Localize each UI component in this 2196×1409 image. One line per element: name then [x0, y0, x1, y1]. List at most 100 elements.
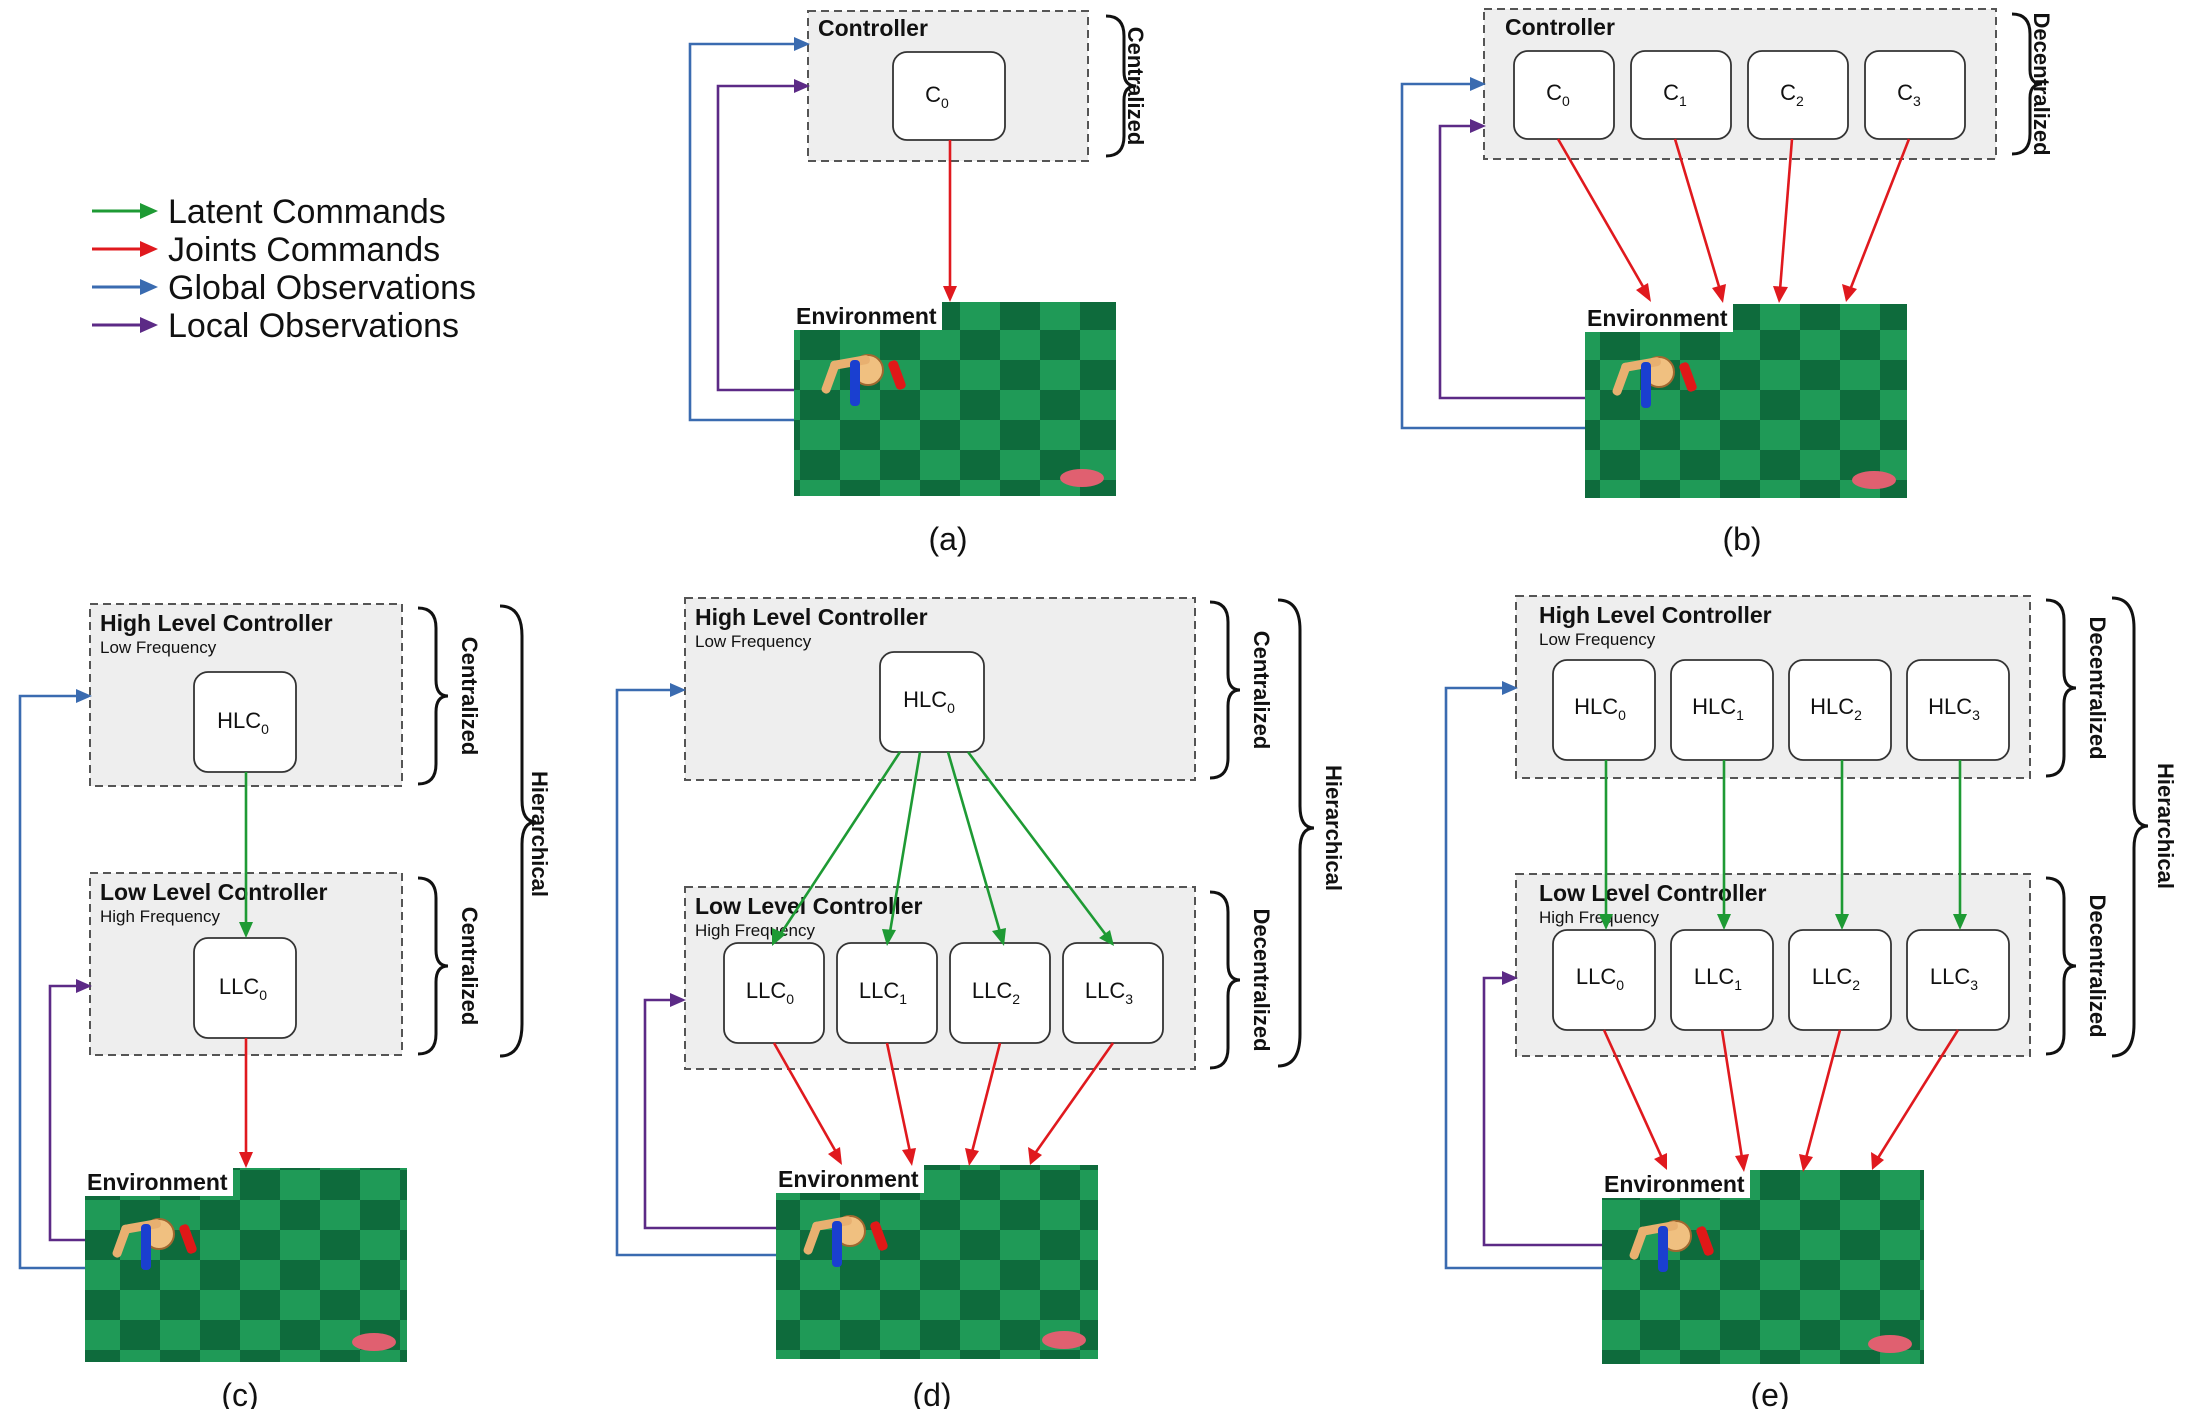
environment-label: Environment: [1604, 1171, 1745, 1197]
brace-hierarchical: [2111, 596, 2149, 1058]
llc-node-1-label: LLC1: [1694, 964, 1742, 993]
brace-label-hierarchical: Hierarchical: [2153, 763, 2178, 889]
joints-arrowhead-3: [1871, 1152, 1884, 1170]
brace-label-centralized-low: Centralized: [457, 907, 482, 1026]
joints-arrow-2: [1778, 138, 1794, 291]
hlc-node-3-label: HLC3: [1928, 694, 1980, 723]
brace-label-decentralized-low: Decentralized: [2085, 894, 2110, 1037]
brace-decentralized: [2011, 12, 2043, 156]
latent-arrow-3: [966, 751, 1108, 936]
latent-arrowhead-2: [1835, 914, 1849, 930]
high-frequency-label: High Frequency: [1539, 908, 1660, 927]
robot-icon: [1612, 356, 1697, 408]
hlc-node-0: [1552, 659, 1656, 761]
environment-label: Environment: [796, 303, 937, 329]
panel-e: High Level Controller Low Frequency HLC0…: [1444, 595, 2178, 1409]
joints-arrowhead: [239, 1152, 253, 1168]
joints-arrowhead: [943, 286, 957, 302]
latent-arrowhead-2: [992, 928, 1006, 946]
joints-arrowhead-0: [828, 1147, 842, 1165]
environment-label: Environment: [1587, 305, 1728, 331]
llc-node-1-label: LLC1: [859, 978, 907, 1007]
brace-centralized: [1105, 14, 1137, 158]
local-observation-arrow: [1482, 976, 1602, 1247]
brace-label-hierarchical: Hierarchical: [527, 771, 552, 897]
environment-label-bg: [776, 1165, 924, 1193]
legend-joints-arrowhead: [140, 241, 158, 257]
legend-joints-label: Joints Commands: [168, 231, 440, 269]
panel-a: Controller C0 Centralized Environment: [688, 10, 1148, 557]
panel-c: High Level Controller Low Frequency HLC0…: [18, 603, 552, 1409]
joints-arrowhead-1: [902, 1148, 916, 1166]
brace-label-decentralized: Decentralized: [2029, 12, 2054, 155]
brace-hierarchical: [1277, 598, 1315, 1068]
latent-arrowhead: [239, 922, 253, 938]
joints-arrowhead-3: [1028, 1147, 1042, 1165]
brace-decentralized-high: [2045, 598, 2077, 778]
caption-d: (d): [912, 1377, 951, 1409]
controller-title: Controller: [1505, 14, 1615, 40]
brace-label-centralized: Centralized: [1249, 631, 1274, 750]
local-observation-arrowhead: [670, 993, 686, 1007]
legend-latent-arrowhead: [140, 203, 158, 219]
latent-arrowhead-3: [1099, 930, 1114, 946]
hlc-node-1-label: HLC1: [1692, 694, 1744, 723]
joints-arrow-0: [772, 1042, 838, 1153]
legend-global-label: Global Observations: [168, 269, 476, 307]
environment-floor: [1602, 1170, 1924, 1364]
high-level-title: High Level Controller: [695, 604, 928, 630]
caption-a: (a): [928, 521, 967, 557]
low-frequency-label: Low Frequency: [695, 632, 812, 651]
latent-arrowhead-0: [1599, 914, 1613, 930]
caption-e: (e): [1750, 1377, 1789, 1409]
high-level-title: High Level Controller: [100, 610, 333, 636]
legend-local-arrowhead: [140, 317, 158, 333]
controller-node-2-label: C2: [1780, 80, 1804, 109]
target-marker: [1042, 1331, 1086, 1349]
environment-label-bg: [1602, 1170, 1750, 1198]
global-observation-arrowhead: [1470, 77, 1486, 91]
llc-node-label: LLC0: [219, 974, 267, 1003]
joints-arrowhead-2: [1799, 1154, 1813, 1172]
controller-node: [892, 51, 1006, 141]
controller-node-0: [1513, 50, 1615, 140]
global-observation-arrow: [615, 688, 776, 1257]
joints-arrowhead-3: [1842, 284, 1857, 302]
legend-latent-label: Latent Commands: [168, 193, 446, 231]
hlc-node-2-label: HLC2: [1810, 694, 1862, 723]
environment-c: Environment: [85, 1168, 407, 1362]
legend-item-global: Global Observations: [92, 269, 476, 307]
brace-decentralized: [1209, 890, 1241, 1070]
panel-d: High Level Controller Low Frequency HLC0…: [615, 597, 1346, 1409]
local-observation-arrowhead: [1470, 119, 1486, 133]
hlc-node: [879, 651, 985, 753]
brace-label-centralized: Centralized: [1123, 27, 1148, 146]
controller-node-3-label: C3: [1897, 80, 1921, 109]
legend-item-local: Local Observations: [92, 307, 459, 345]
latent-arrow-2: [946, 751, 1002, 933]
global-observation-arrow: [18, 694, 85, 1270]
high-frequency-label: High Frequency: [100, 907, 221, 926]
environment-e: Environment: [1602, 1170, 1924, 1364]
hlc-node-2: [1788, 659, 1892, 761]
controller-node-3: [1864, 50, 1966, 140]
robot-icon: [821, 354, 906, 406]
environment-floor: [794, 302, 1116, 496]
joints-arrow-2: [970, 1042, 1002, 1153]
robot-icon: [112, 1218, 197, 1270]
legend-item-latent: Latent Commands: [92, 193, 446, 231]
global-observation-arrowhead: [76, 689, 92, 703]
environment-a: Environment: [794, 302, 1116, 496]
joints-arrow-3: [1876, 1029, 1960, 1159]
environment-label-bg: [85, 1168, 233, 1196]
brace-centralized: [1209, 600, 1241, 780]
target-marker: [352, 1333, 396, 1351]
robot-icon: [803, 1215, 888, 1267]
local-observation-arrowhead: [794, 79, 810, 93]
llc-node-3-label: LLC3: [1085, 978, 1133, 1007]
latent-arrowhead-1: [1717, 914, 1731, 930]
controller-node-0-label: C0: [1546, 80, 1570, 109]
local-observation-arrowhead: [1502, 971, 1518, 985]
joints-arrowhead-0: [1636, 283, 1651, 302]
joints-arrowhead-0: [1654, 1153, 1667, 1170]
